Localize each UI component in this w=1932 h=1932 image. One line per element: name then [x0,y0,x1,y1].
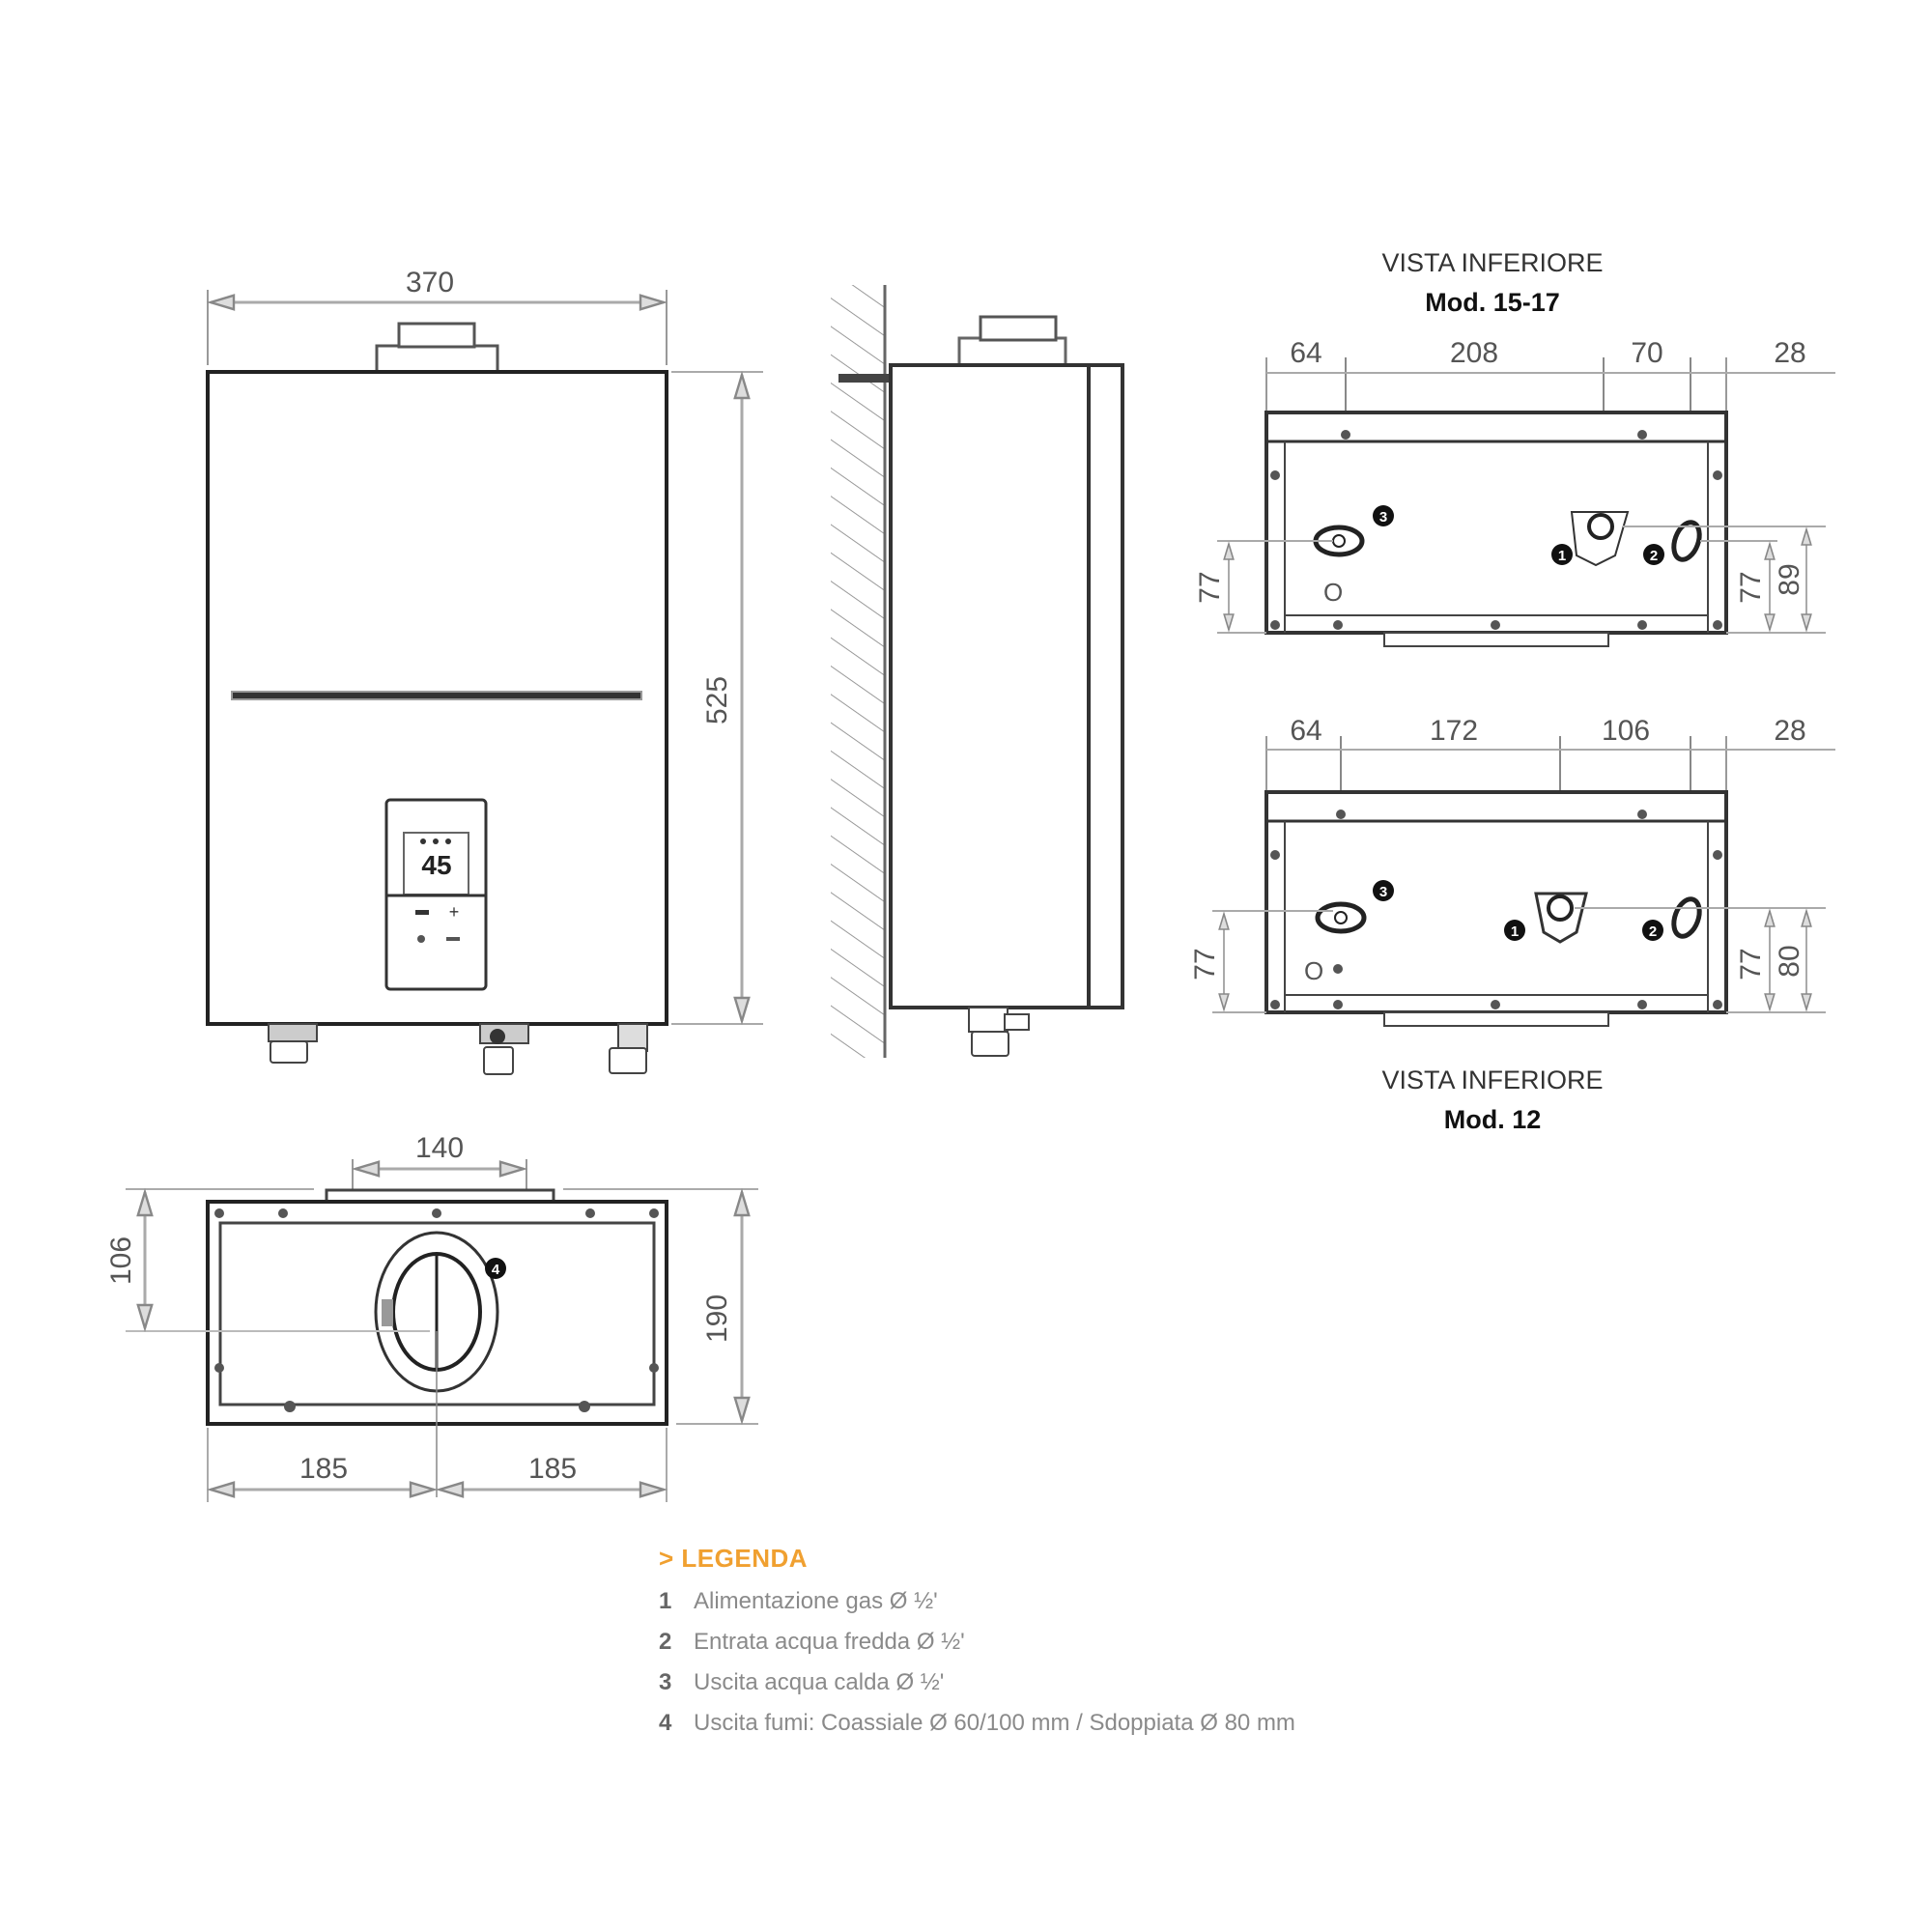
svg-text:106: 106 [1602,715,1650,747]
legend-item: 1 Alimentazione gas Ø ½' [659,1588,938,1614]
svg-text:172: 172 [1430,715,1478,747]
legend-item: 3 Uscita acqua calda Ø ½' [659,1669,945,1695]
svg-text:1: 1 [1511,923,1519,940]
svg-text:70: 70 [1631,337,1662,369]
view-model-12: Mod. 12 [1444,1105,1542,1134]
svg-text:77: 77 [1194,571,1226,603]
svg-text:77: 77 [1189,948,1221,980]
svg-text:1: 1 [1558,548,1566,564]
legend-title: > LEGENDA [659,1544,809,1573]
svg-text:64: 64 [1290,337,1321,369]
view-title-15-17: VISTA INFERIORE [1381,248,1603,277]
svg-text:3: 3 [1379,509,1387,526]
half-width-left-label: 185 [299,1453,348,1485]
legend-item: 2 Entrata acqua fredda Ø ½' [659,1629,965,1655]
top-view: 140 4 106 190 185 185 [105,1132,758,1502]
flue-offset-label: 106 [105,1236,137,1285]
svg-text:28: 28 [1774,715,1805,747]
view-title-12: VISTA INFERIORE [1381,1065,1603,1094]
view-model-15-17: Mod. 15-17 [1425,288,1560,317]
legend-item: 4 Uscita fumi: Coassiale Ø 60/100 mm / S… [659,1710,1295,1736]
side-view [831,285,1124,1058]
svg-text:80: 80 [1774,945,1805,977]
front-view: 370 45 + 525 [206,267,763,1075]
svg-text:64: 64 [1290,715,1321,747]
svg-text:+: + [449,902,460,922]
svg-text:2: 2 [1649,923,1657,940]
marker-4: 4 [492,1262,500,1278]
svg-text:2: 2 [1650,548,1658,564]
svg-text:208: 208 [1450,337,1498,369]
bottom-view-mod-15-17: VISTA INFERIORE Mod. 15-17 64 208 70 28 … [1194,248,1835,647]
flue-width-label: 140 [415,1132,464,1164]
svg-text:O: O [1304,956,1323,985]
svg-text:77: 77 [1735,571,1767,603]
legend: > LEGENDA 1 Alimentazione gas Ø ½' 2 Ent… [659,1544,1295,1744]
svg-text:77: 77 [1735,948,1767,980]
display-temperature: 45 [421,850,451,880]
front-height-label: 525 [701,676,733,724]
svg-text:O: O [1323,578,1343,607]
front-width-label: 370 [406,267,454,298]
depth-label: 190 [701,1294,733,1343]
svg-text:89: 89 [1774,563,1805,595]
bottom-view-mod-12: 64 172 106 28 O 3 1 2 77 77 80 [1189,715,1835,1134]
half-width-right-label: 185 [528,1453,577,1485]
svg-text:28: 28 [1774,337,1805,369]
svg-text:3: 3 [1379,884,1387,900]
